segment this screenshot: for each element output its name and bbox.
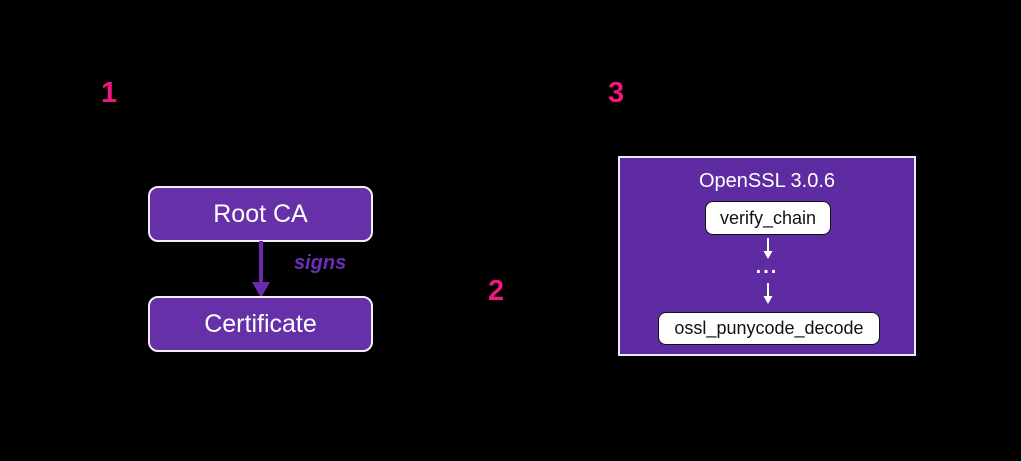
call-chain-ellipsis: ... xyxy=(755,256,779,278)
punycode-decode-label: ossl_punycode_decode xyxy=(674,318,864,338)
verify-chain-label: verify_chain xyxy=(719,207,817,228)
punycode-decode-node: ossl_punycode_decode xyxy=(658,312,880,345)
openssl-callchain-panel: OpenSSL 3.0.6 verify_chain ... ossl_puny… xyxy=(618,156,916,356)
signs-down-arrow-icon xyxy=(252,241,270,298)
openssl-version-title: OpenSSL 3.0.6 xyxy=(698,170,836,192)
step-1-label: 1 xyxy=(101,77,118,109)
root-ca-label: Root CA xyxy=(213,199,308,228)
step-2-label: 2 xyxy=(488,275,505,307)
certificate-label: Certificate xyxy=(204,309,317,338)
certificate-node: Certificate xyxy=(148,296,373,352)
step-3-label: 3 xyxy=(608,77,625,109)
signs-edge-label: signs xyxy=(294,252,347,274)
verify-chain-node: verify_chain xyxy=(705,201,831,235)
call-down-arrow-top-icon xyxy=(763,238,773,259)
root-ca-node: Root CA xyxy=(148,186,373,242)
call-down-arrow-bottom-icon xyxy=(763,283,773,304)
